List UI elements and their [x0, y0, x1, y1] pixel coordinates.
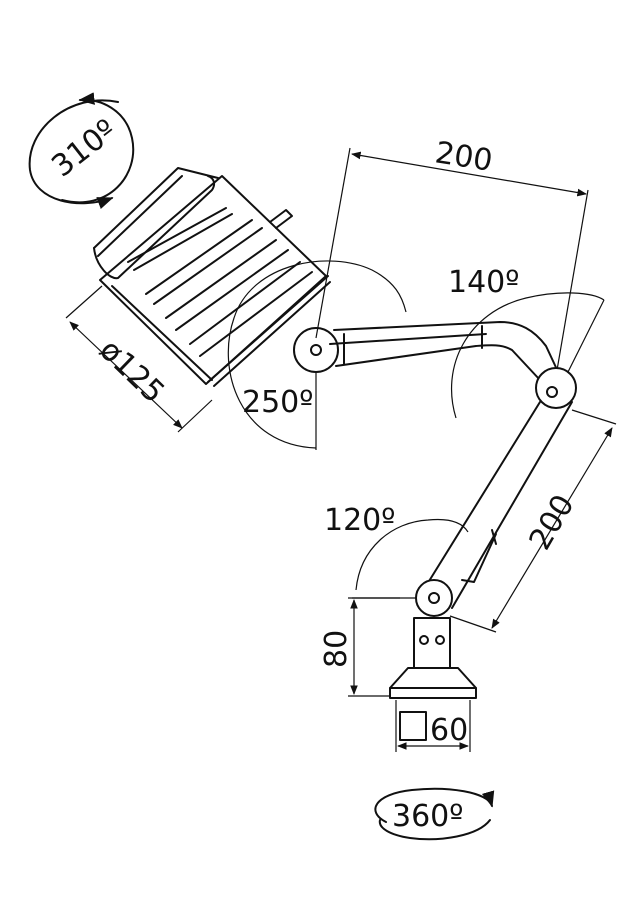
label-diameter-125: ø125 — [92, 333, 171, 411]
label-120: 120º — [324, 503, 395, 538]
dimension-upper-200: 200 — [315, 135, 589, 377]
elbow-joint — [535, 367, 577, 409]
rotation-310-ellipse: 310º — [28, 92, 135, 210]
label-360: 360º — [392, 799, 463, 834]
head-tilt-arc: 250º — [227, 260, 407, 450]
label-310: 310º — [45, 113, 123, 185]
base-footprint: 60 — [395, 700, 471, 752]
label-upper-200: 200 — [433, 135, 495, 179]
elbow-arc: 140º — [448, 265, 605, 419]
upper-arm — [293, 321, 561, 381]
rotation-360-ellipse: 360º — [374, 787, 495, 841]
base-joint-arc: 120º — [324, 503, 469, 617]
label-80: 80 — [319, 630, 354, 668]
label-60: 60 — [430, 713, 468, 748]
label-140: 140º — [448, 265, 519, 300]
label-250: 250º — [242, 385, 313, 420]
dimension-lower-200: 200 — [449, 409, 617, 633]
base — [389, 617, 477, 699]
label-lower-200: 200 — [523, 489, 582, 556]
dimension-height-80: 80 — [319, 597, 400, 697]
